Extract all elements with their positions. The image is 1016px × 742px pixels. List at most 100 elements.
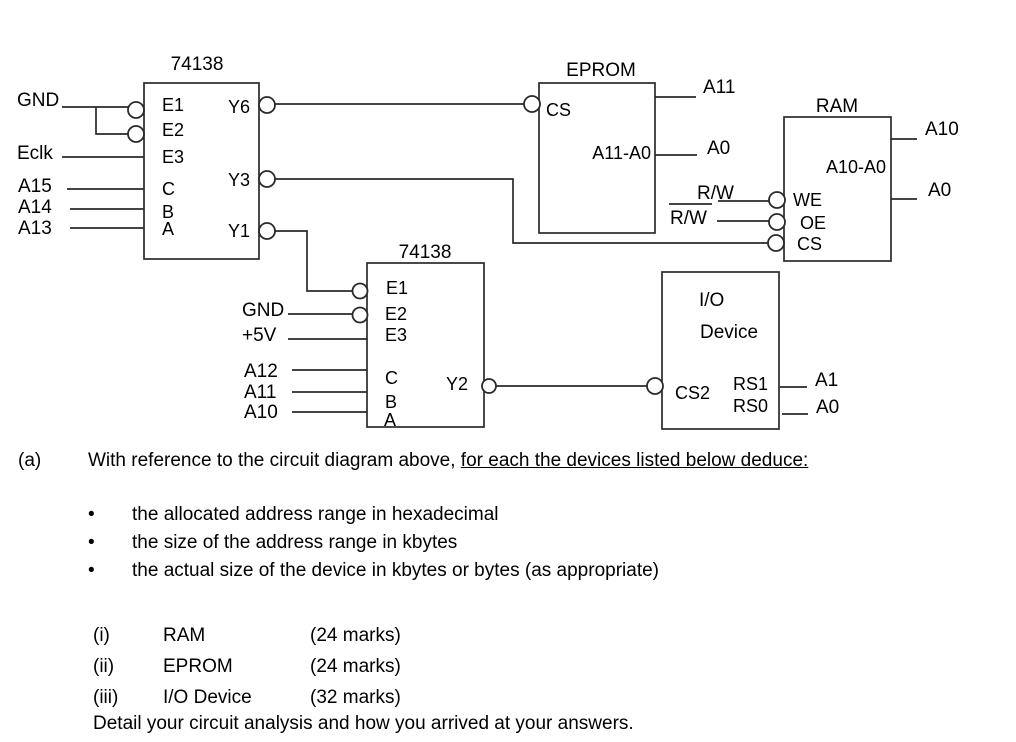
bullet-list: • the allocated address range in hexadec… <box>88 501 659 585</box>
item-number: (iii) <box>93 687 119 708</box>
intro-normal-text: With reference to the circuit diagram ab… <box>88 450 461 471</box>
eprom-title: EPROM <box>566 60 636 81</box>
label-rw-bar: R/W <box>670 208 707 229</box>
d1-pin-a: A <box>162 219 174 239</box>
bullet-text: the size of the address range in kbytes <box>132 532 458 553</box>
item-number: (i) <box>93 625 110 646</box>
decoder1-box <box>143 82 260 260</box>
io-title-line2: Device <box>700 322 758 343</box>
label-eclk: Eclk <box>17 143 53 164</box>
item-device: RAM <box>163 625 206 646</box>
bullet-item: • the allocated address range in hexadec… <box>88 501 659 529</box>
ram-bus-label: A10-A0 <box>826 157 886 177</box>
intro-underlined-text: for each the devices listed below deduce… <box>460 450 809 471</box>
label-a10-d2: A10 <box>244 402 278 423</box>
footer-instruction: Detail your circuit analysis and how you… <box>93 713 634 734</box>
label-a11-d2: A11 <box>244 382 276 403</box>
label-eprom-a11: A11 <box>703 77 735 98</box>
d1-pin-e3: E3 <box>162 147 184 167</box>
d2-pin-e3: E3 <box>385 325 407 345</box>
decoder2-title: 74138 <box>399 242 452 263</box>
bubble-d1-e2 <box>127 125 145 143</box>
wires <box>62 96 917 415</box>
item-marks: (24 marks) <box>310 625 401 646</box>
io-pin-rs1: RS1 <box>733 374 768 394</box>
marks-list-row: (i) RAM (24 marks) <box>93 620 634 651</box>
item-device: I/O Device <box>163 687 252 708</box>
d1-out-y3: Y3 <box>228 170 250 190</box>
item-number: (ii) <box>93 656 115 677</box>
d2-pin-b: B <box>385 392 397 412</box>
bullet-dot: • <box>88 504 95 525</box>
bubble-io-cs2 <box>646 377 664 395</box>
item-marks: (24 marks) <box>310 656 401 677</box>
bubble-d1-e1 <box>127 101 145 119</box>
d2-pin-a: A <box>384 410 396 430</box>
bubble-ram-we <box>768 191 786 209</box>
inverter-bubbles <box>127 95 786 395</box>
label-rw: R/W <box>697 183 734 204</box>
bubble-ram-cs <box>767 234 785 252</box>
d2-pin-e1: E1 <box>386 278 408 298</box>
device-boxes <box>143 82 892 430</box>
bubble-d1-y1 <box>258 222 276 240</box>
d1-pin-b: B <box>162 202 174 222</box>
d2-pin-c: C <box>385 368 398 388</box>
bullet-item: • the size of the address range in kbyte… <box>88 529 659 557</box>
bubble-ram-oe <box>768 213 786 231</box>
bullet-text: the allocated address range in hexadecim… <box>132 504 499 525</box>
io-title-line1: I/O <box>699 290 724 311</box>
label-io-a0: A0 <box>816 397 839 418</box>
bubble-d2-e1 <box>351 282 369 300</box>
wire-y3-ram-cs <box>275 178 768 244</box>
item-device: EPROM <box>163 656 233 677</box>
ram-pin-cs: CS <box>797 234 822 254</box>
label-gnd-2: GND <box>242 300 284 321</box>
decoder2-box <box>366 262 485 428</box>
bubble-d2-y2 <box>481 378 497 394</box>
d1-pin-c: C <box>162 179 175 199</box>
d1-pin-e2: E2 <box>162 120 184 140</box>
eprom-pin-cs: CS <box>546 100 571 120</box>
label-a12: A12 <box>244 361 278 382</box>
bubble-d1-y3 <box>258 170 276 188</box>
wire-gnd-e2-branch <box>95 107 128 135</box>
decoder1-title: 74138 <box>171 54 224 75</box>
ram-box <box>783 116 892 262</box>
part-label: (a) <box>18 450 42 471</box>
bullet-dot: • <box>88 560 95 581</box>
marks-list: (i) RAM (24 marks) (ii) EPROM (24 marks)… <box>93 620 634 735</box>
label-eprom-a0: A0 <box>707 138 730 159</box>
label-a15: A15 <box>18 176 52 197</box>
bubble-d2-e2 <box>351 306 369 324</box>
label-ram-a10: A10 <box>925 119 959 140</box>
circuit-diagram: 74138 E1 E2 E3 C B A Y6 Y3 Y1 GND Eclk A… <box>17 54 959 430</box>
io-device-box <box>661 271 780 430</box>
ram-pin-oe: OE <box>800 213 826 233</box>
label-gnd-1: GND <box>17 90 59 111</box>
eprom-box <box>538 82 656 234</box>
wire-y1-decoder2-e1 <box>275 230 352 292</box>
bullet-dot: • <box>88 532 95 553</box>
d2-pin-e2: E2 <box>385 304 407 324</box>
label-io-a1: A1 <box>815 370 838 391</box>
item-marks: (32 marks) <box>310 687 401 708</box>
label-ram-a0: A0 <box>928 180 951 201</box>
label-5v: +5V <box>242 325 277 346</box>
label-a13: A13 <box>18 218 52 239</box>
question-intro: With reference to the circuit diagram ab… <box>88 450 808 472</box>
label-a14: A14 <box>18 197 52 218</box>
d1-out-y1: Y1 <box>228 221 250 241</box>
bullet-item: • the actual size of the device in kbyte… <box>88 557 659 585</box>
marks-list-row: (iii) I/O Device (32 marks) <box>93 682 634 713</box>
io-pin-rs0: RS0 <box>733 396 768 416</box>
d1-pin-e1: E1 <box>162 95 184 115</box>
eprom-bus-label: A11-A0 <box>592 143 651 163</box>
ram-title: RAM <box>816 96 858 117</box>
io-pin-cs2: CS2 <box>675 383 710 403</box>
d1-out-y6: Y6 <box>228 97 250 117</box>
bubble-eprom-cs <box>523 95 541 113</box>
bullet-text: the actual size of the device in kbytes … <box>132 560 659 581</box>
d2-out-y2: Y2 <box>446 374 468 394</box>
